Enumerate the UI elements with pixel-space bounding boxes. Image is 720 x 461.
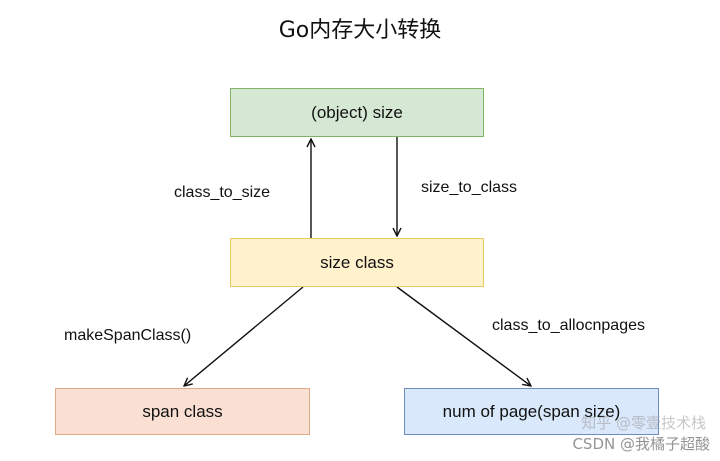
watermark-zhihu: 知乎 @零壹技术栈: [581, 414, 706, 432]
edge-label-make-span-class: makeSpanClass(): [64, 327, 192, 344]
edge-label-size-to-class: size_to_class: [421, 179, 518, 196]
object-size-node: (object) size: [230, 88, 484, 137]
arrow-make-span-class: [184, 286, 304, 386]
arrow-class-to-allocnpages: [396, 286, 531, 386]
edge-label-class-to-size: class_to_size: [174, 184, 271, 201]
num-of-page-node: num of page(span size): [404, 388, 659, 435]
span-class-label: span class: [142, 401, 223, 421]
object-size-label: (object) size: [311, 102, 403, 122]
diagram-title: Go内存大小转换: [278, 18, 442, 43]
size-class-node: size class: [230, 238, 484, 287]
watermark-csdn: CSDN @我橘子超酸: [572, 435, 710, 453]
edge-label-class-to-allocnpages: class_to_allocnpages: [492, 317, 645, 334]
span-class-node: span class: [55, 388, 310, 435]
size-class-label: size class: [320, 252, 394, 272]
num-of-page-label: num of page(span size): [442, 401, 621, 421]
